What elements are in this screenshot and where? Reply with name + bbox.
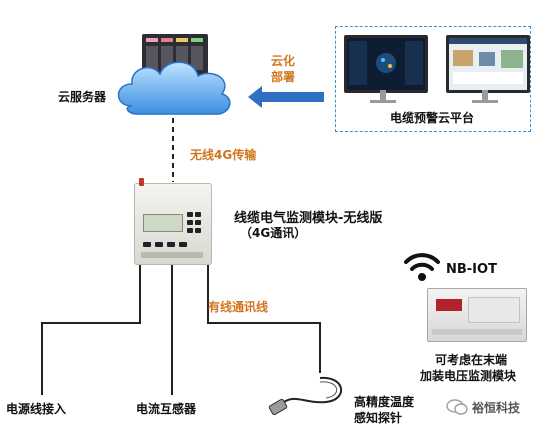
ct-label: 电流互感器 bbox=[136, 402, 197, 416]
voltage-monitor-device bbox=[427, 288, 527, 342]
module-lcd bbox=[143, 214, 183, 232]
voltage-monitor-panel bbox=[468, 297, 520, 323]
temp-probe-label-line1: 高精度温度 bbox=[354, 395, 415, 409]
deploy-label-line1: 云化 bbox=[271, 54, 296, 68]
module-title-line1: 线缆电气监测模块-无线版 bbox=[234, 211, 383, 226]
monitor-dashboard-1 bbox=[344, 35, 428, 93]
module-key-3 bbox=[187, 220, 193, 225]
temperature-probe-icon bbox=[268, 376, 343, 416]
cloud-server-label: 云服务器 bbox=[58, 90, 107, 104]
module-terminal-strip bbox=[141, 252, 203, 258]
module-key-8 bbox=[155, 242, 163, 247]
wired-link-label: 有线通讯线 bbox=[208, 300, 269, 314]
power-input-label: 电源线接入 bbox=[6, 402, 67, 416]
module-key-5 bbox=[187, 228, 193, 233]
temp-probe-label-line2: 感知探针 bbox=[354, 411, 403, 425]
left-arrow-icon bbox=[248, 86, 324, 108]
deploy-label-line2: 部署 bbox=[271, 70, 296, 84]
dashboard-equipment-icon bbox=[449, 38, 527, 90]
module-key-9 bbox=[167, 242, 175, 247]
voltage-monitor-display bbox=[436, 299, 462, 311]
wireless-dashed-line bbox=[172, 118, 174, 182]
monitor-stand-2 bbox=[482, 90, 488, 100]
monitor-base-2 bbox=[472, 100, 498, 103]
monitor-dashboard-2 bbox=[446, 35, 530, 93]
antenna-icon bbox=[139, 178, 144, 186]
module-key-10 bbox=[179, 242, 187, 247]
wiring-lines bbox=[41, 265, 321, 395]
wireless-link-label: 无线4G传输 bbox=[190, 148, 257, 162]
module-key-7 bbox=[143, 242, 151, 247]
module-title-line2: （4G通讯） bbox=[240, 226, 307, 240]
module-key-1 bbox=[187, 212, 193, 217]
voltage-monitor-terminals bbox=[432, 329, 522, 335]
nbiot-note-line1: 可考虑在末端 bbox=[435, 353, 508, 367]
cloud-platform-panel: 电缆预警云平台 bbox=[335, 26, 531, 132]
watermark-text: 裕恒科技 bbox=[472, 401, 521, 415]
module-key-4 bbox=[195, 220, 201, 225]
wifi-signal-icon bbox=[404, 253, 440, 281]
monitor-base-1 bbox=[370, 100, 396, 103]
module-key-2 bbox=[195, 212, 201, 217]
monitor-stand-1 bbox=[380, 90, 386, 100]
wechat-icon bbox=[446, 399, 468, 415]
platform-label: 电缆预警云平台 bbox=[390, 111, 475, 125]
dashboard-map-icon bbox=[347, 38, 425, 90]
monitoring-module-device bbox=[134, 178, 212, 265]
module-key-6 bbox=[195, 228, 201, 233]
cloud-server-icon bbox=[117, 34, 231, 115]
nbiot-label: NB-IOT bbox=[446, 262, 497, 277]
nbiot-note-line2: 加装电压监测模块 bbox=[420, 369, 517, 383]
